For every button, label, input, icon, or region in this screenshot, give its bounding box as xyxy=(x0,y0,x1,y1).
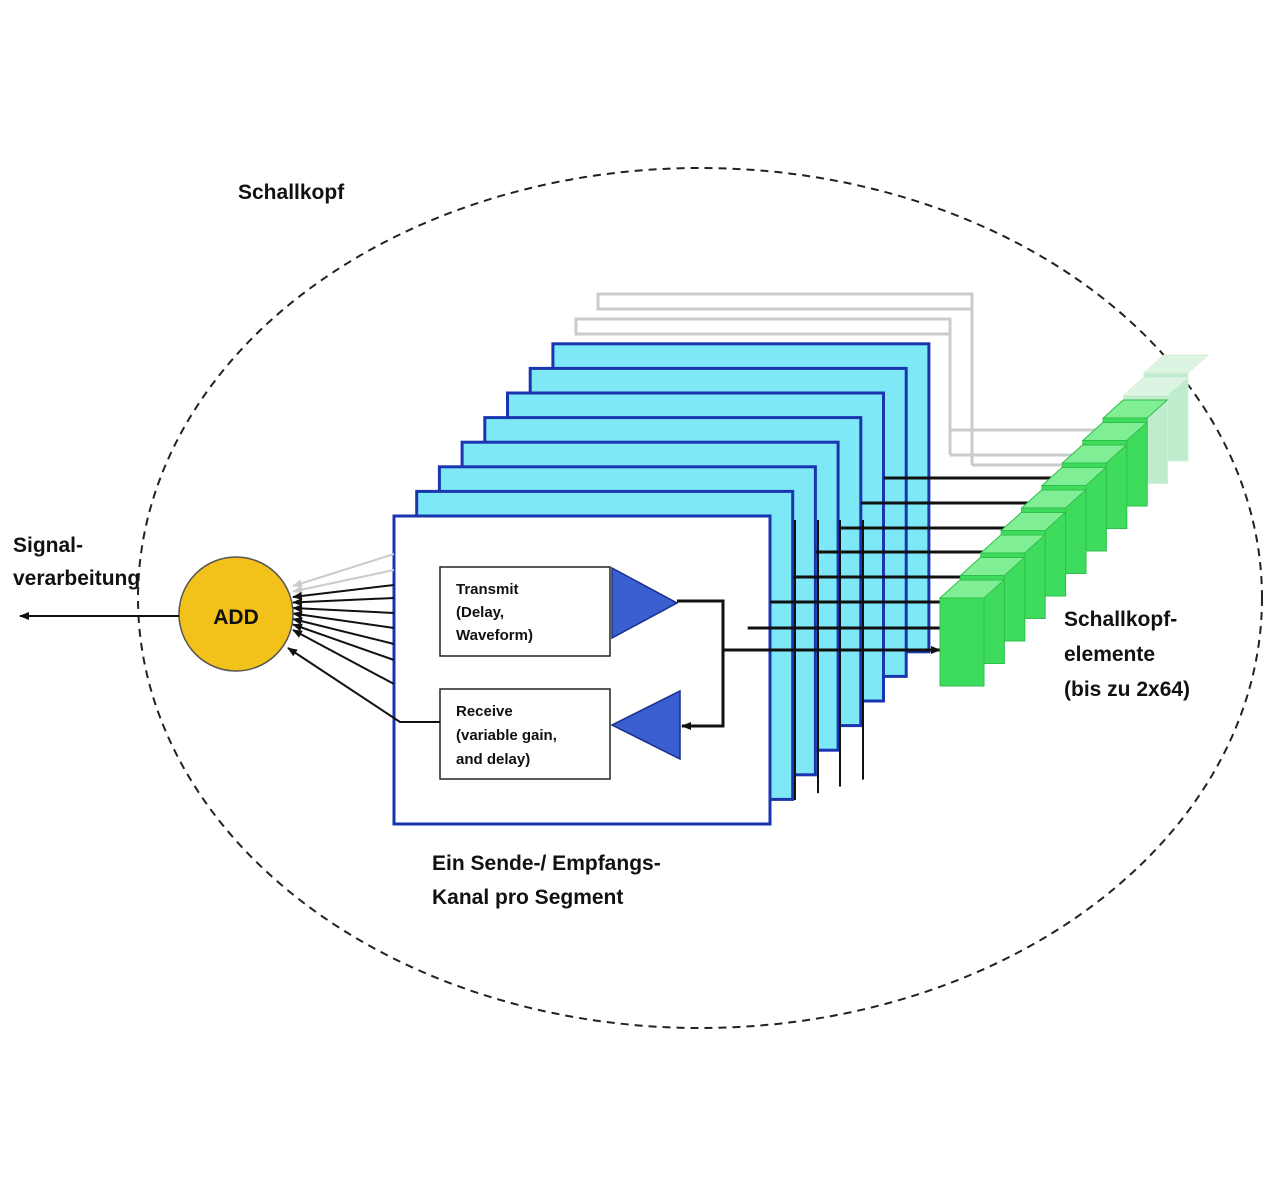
faded-boards xyxy=(574,292,974,465)
transducer-element-top xyxy=(938,579,1006,599)
transducer-element-top xyxy=(1081,422,1149,441)
transducer-element-top xyxy=(1142,354,1210,374)
adder-input-arrow xyxy=(292,610,395,629)
receive-label-line3: and delay) xyxy=(456,751,530,768)
transmit-label-line3: Waveform) xyxy=(456,627,533,644)
transducer-element-top xyxy=(1101,399,1169,419)
adder-circle xyxy=(178,556,294,672)
adder-input-arrow xyxy=(292,604,395,614)
elements-caption-line3: (bis zu 2x64) xyxy=(1064,678,1190,701)
channel-caption-line2: Kanal pro Segment xyxy=(432,886,623,909)
transducer-elements xyxy=(938,354,1210,687)
faded-board xyxy=(574,317,952,336)
transducer-element-top xyxy=(979,534,1047,554)
front-board-contents: Transmit (Delay, Waveform) Receive (vari… xyxy=(287,566,725,780)
signal-processing-label-line2: verarbeitung xyxy=(13,567,140,590)
transducer-element-top xyxy=(1122,377,1189,396)
transducer-element-top xyxy=(1061,444,1128,464)
transducer-element-top xyxy=(1020,489,1087,509)
adder-input-arrow xyxy=(292,617,395,645)
receive-box xyxy=(439,688,611,780)
transducer-element-top xyxy=(999,512,1067,531)
adder-input-arrow xyxy=(292,629,395,685)
faded-board xyxy=(596,292,974,311)
faded-adder-input-arrow xyxy=(292,569,395,594)
channel-caption-line1: Ein Sende-/ Empfangs- xyxy=(432,852,661,875)
adder-label: ADD xyxy=(213,606,259,629)
transmit-box xyxy=(439,566,611,657)
transducer-element xyxy=(939,597,985,687)
transmit-path xyxy=(677,599,725,650)
elements-caption-line2: elemente xyxy=(1064,643,1155,666)
adder-input-arrow xyxy=(292,584,395,600)
transmit-label-line2: (Delay, xyxy=(456,604,504,621)
transducer-element-top xyxy=(1040,467,1108,486)
signal-processing-label-line1: Signal- xyxy=(13,534,83,557)
transmit-label-line1: Transmit xyxy=(456,581,519,598)
transducer-element-top xyxy=(959,557,1026,576)
receive-output-path xyxy=(287,647,440,723)
adder-input-arrow xyxy=(292,597,395,607)
receive-label-line1: Receive xyxy=(456,703,513,720)
probe-boundary xyxy=(137,167,1263,1029)
receive-amplifier-icon xyxy=(610,689,681,761)
elements-caption-line1: Schallkopf- xyxy=(1064,608,1177,631)
transmit-amplifier-icon xyxy=(611,566,679,640)
adder-input-arrows xyxy=(292,553,395,685)
adder-input-arrow xyxy=(292,623,395,661)
receive-label-line2: (variable gain, xyxy=(456,727,557,744)
probe-title: Schallkopf xyxy=(238,181,345,204)
faded-adder-input-arrow xyxy=(292,553,395,588)
receive-path xyxy=(681,650,725,730)
